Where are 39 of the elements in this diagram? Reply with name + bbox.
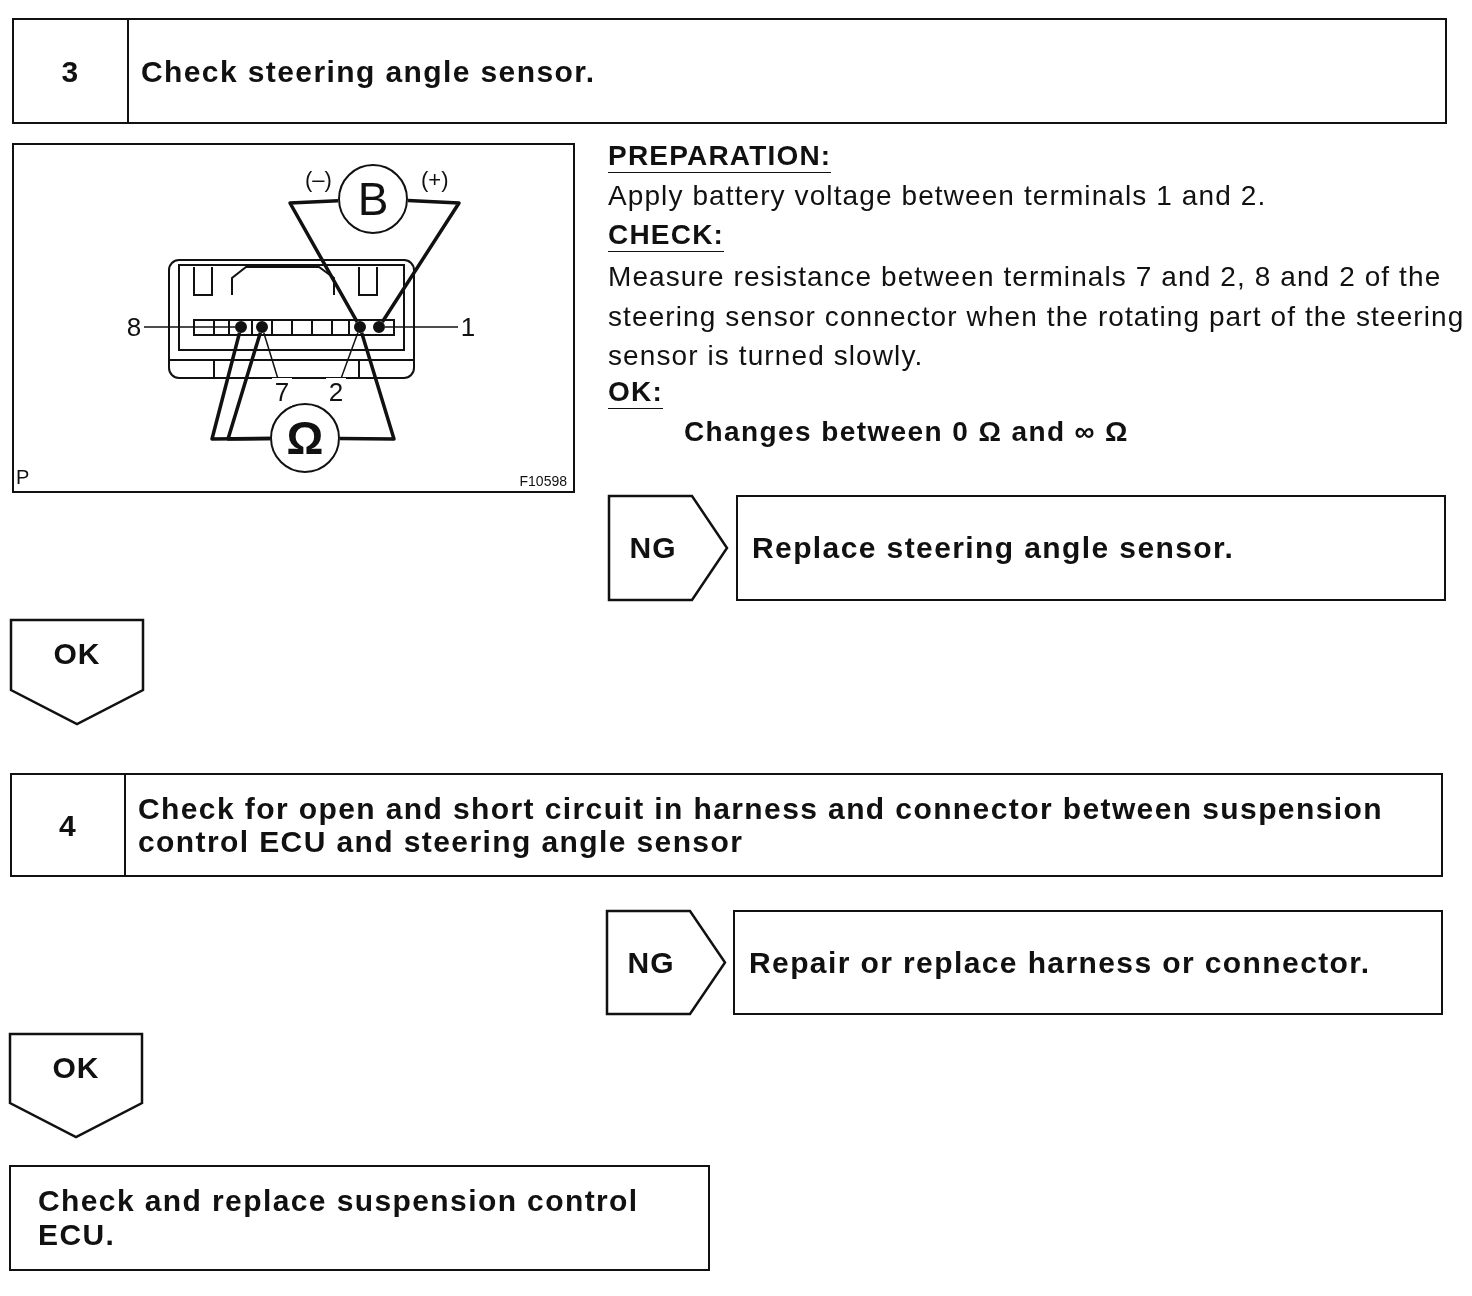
ok-arrow-tab: OK xyxy=(9,1033,143,1138)
terminal-pin xyxy=(373,321,385,333)
test-lead-wire xyxy=(380,198,461,323)
terminal-pin xyxy=(235,321,247,333)
terminal-pin xyxy=(256,321,268,333)
section-heading: CHECK: xyxy=(608,219,725,252)
test-lead-wire xyxy=(226,332,271,441)
step-header-box xyxy=(12,18,1447,124)
leader-line xyxy=(263,331,279,379)
meter-symbol: B xyxy=(338,164,408,234)
figure-number: F10598 xyxy=(519,473,567,489)
meter-symbol: Ω xyxy=(270,403,340,473)
test-lead-wire xyxy=(340,332,396,441)
result-box: Check and replace suspension control ECU. xyxy=(9,1165,710,1271)
step-number: 4 xyxy=(58,808,78,842)
leader-line xyxy=(340,331,359,379)
panel-code: P xyxy=(16,466,30,489)
result-box: Replace steering angle sensor. xyxy=(736,495,1446,601)
section-heading: OK: xyxy=(608,376,663,409)
instruction-text: Apply battery voltage between terminals 1 and 2. xyxy=(608,180,1267,211)
result-box: Repair or replace harness or connector. xyxy=(733,910,1443,1015)
polarity-mark: (–) xyxy=(305,167,332,193)
step-header-box xyxy=(10,773,1443,877)
test-lead-wire xyxy=(288,198,359,323)
step-title: Check steering angle sensor. xyxy=(141,54,596,88)
leader-line xyxy=(143,326,236,328)
section-heading: PREPARATION: xyxy=(608,140,832,173)
terminal-pin xyxy=(354,321,366,333)
instruction-text: Changes between 0 Ω and ∞ Ω xyxy=(684,416,1129,447)
step-number: 3 xyxy=(61,54,80,88)
illustration-panel xyxy=(12,143,575,493)
terminal-number: 7 xyxy=(272,378,292,406)
step-title: Check for open and short circuit in harness and connector between suspension control ECU and steering angle sensor xyxy=(138,792,1384,858)
ng-arrow-tab: NG xyxy=(606,910,726,1015)
instruction-text: Measure resistance between terminals 7 and 2, 8 and 2 of the steering sensor connector when the rotating part of the steering sensor is turned slowly. xyxy=(608,260,1466,373)
leader-line xyxy=(384,326,459,328)
ng-arrow-tab: NG xyxy=(608,495,728,601)
ok-arrow-tab: OK xyxy=(10,619,144,725)
polarity-mark: (+) xyxy=(421,167,449,193)
